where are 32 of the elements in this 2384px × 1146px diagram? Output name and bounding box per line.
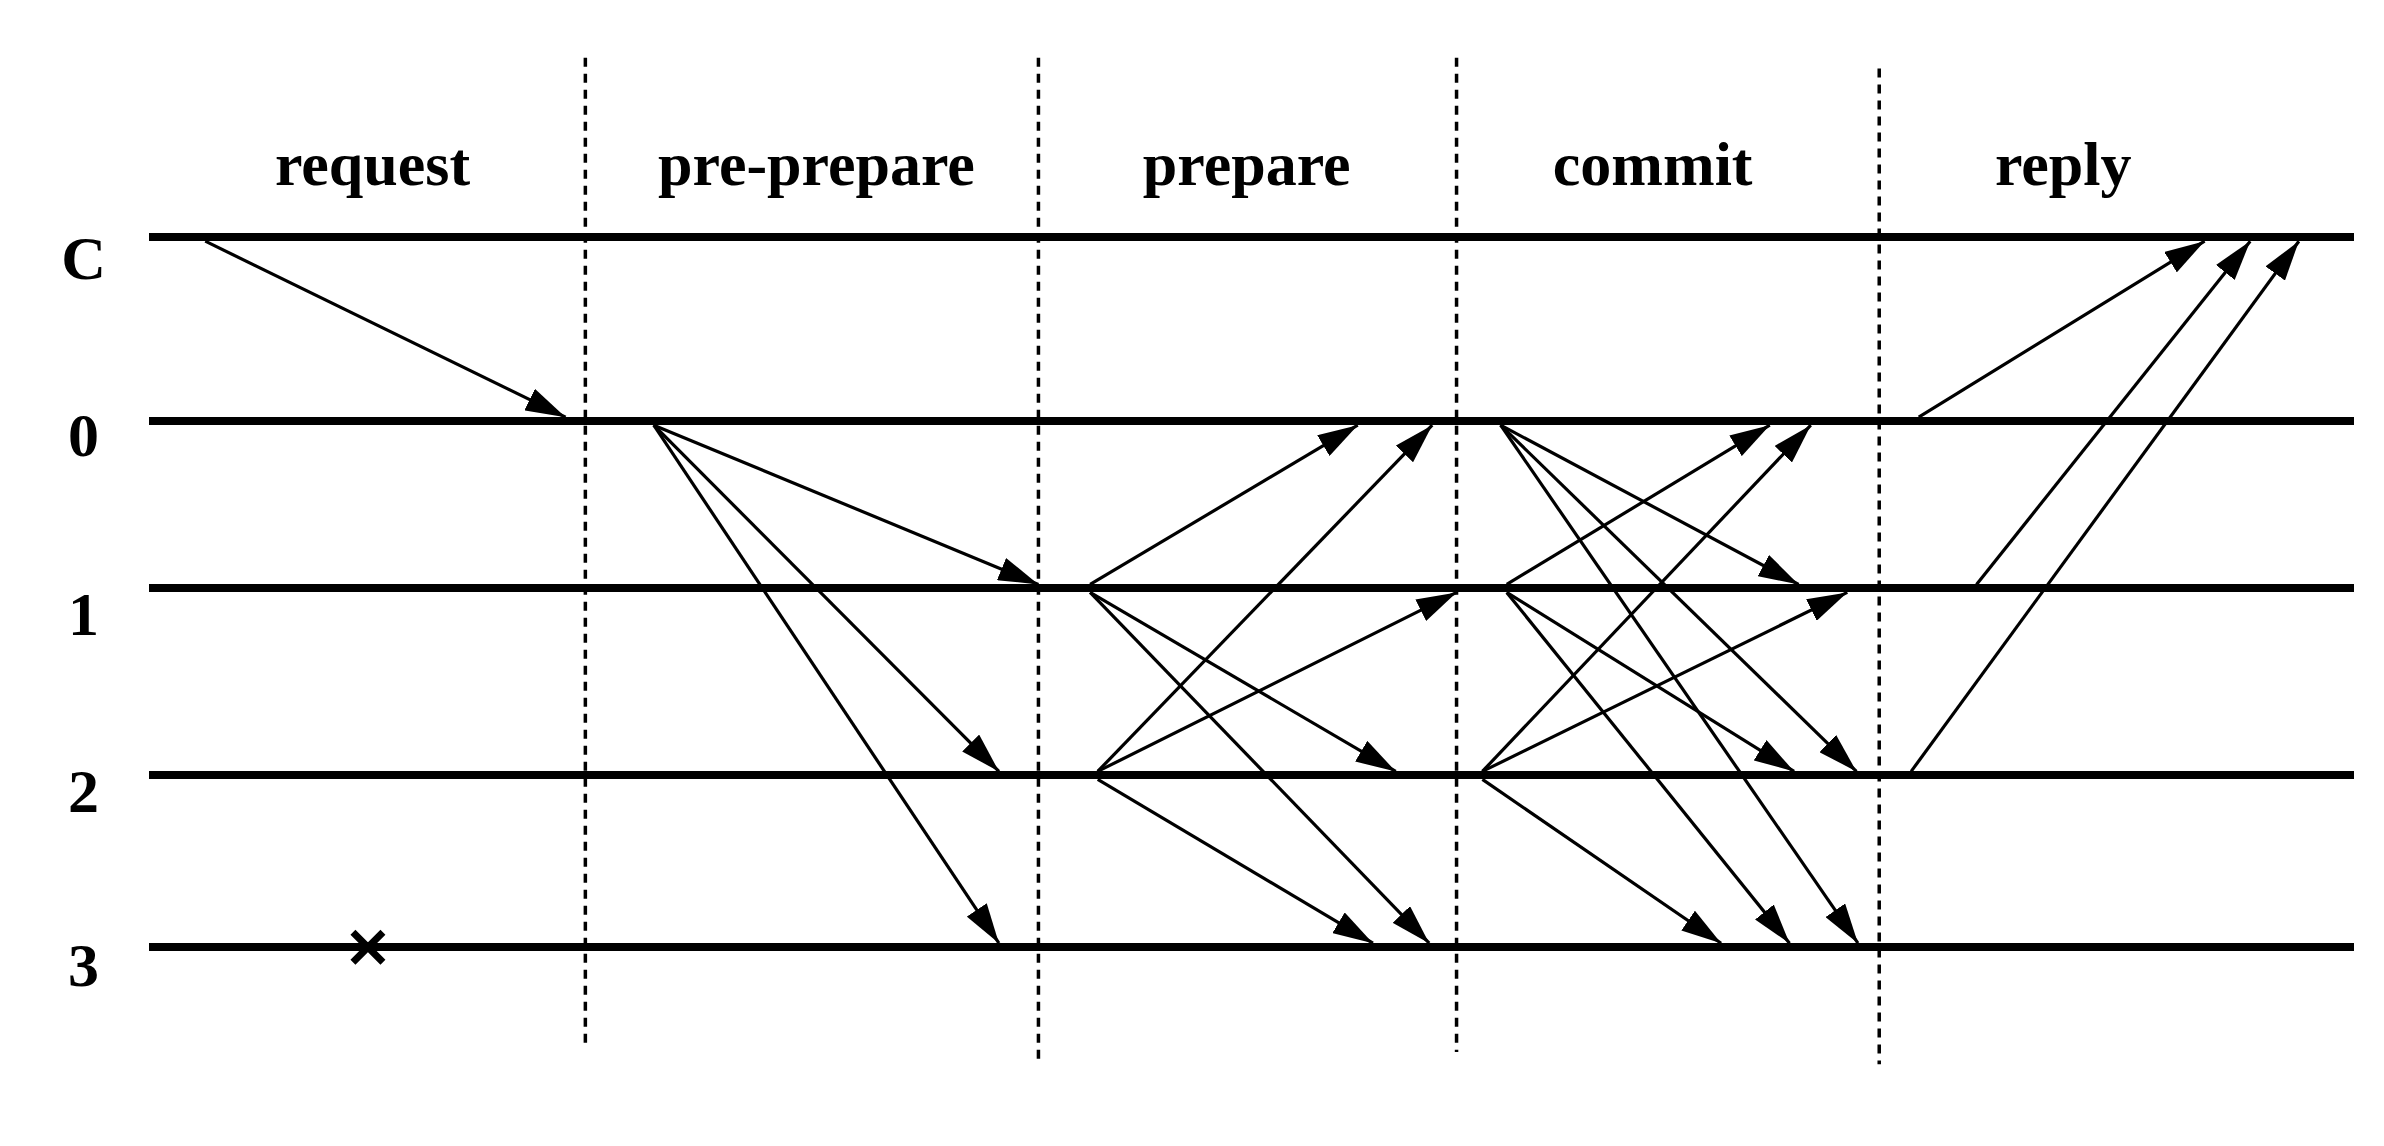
arrow xyxy=(1917,239,2206,419)
arrow xyxy=(1096,778,1374,945)
lifeline xyxy=(149,771,2354,780)
arrow xyxy=(1097,590,1458,773)
lifeline xyxy=(149,584,2354,593)
arrow xyxy=(653,423,1040,586)
phase-label: pre-prepare xyxy=(658,133,975,196)
phase-label: prepare xyxy=(1142,133,1351,196)
lifeline xyxy=(149,233,2354,242)
arrow xyxy=(652,424,1001,945)
replica-label: 2 xyxy=(68,759,100,822)
arrow xyxy=(1089,591,1397,773)
replica-label: 3 xyxy=(68,934,100,997)
replica-label: C xyxy=(61,227,106,290)
phase-label: commit xyxy=(1552,133,1753,196)
arrow xyxy=(204,239,567,419)
arrow xyxy=(1089,423,1359,586)
arrow xyxy=(1096,424,1434,773)
arrow xyxy=(1481,778,1722,945)
arrow xyxy=(1499,424,1860,945)
replica-label: 1 xyxy=(68,583,100,646)
arrow xyxy=(1975,240,2252,586)
replica-label: 0 xyxy=(68,403,100,466)
arrow xyxy=(1089,591,1431,945)
lifeline xyxy=(149,943,2354,952)
arrow xyxy=(1505,591,1791,945)
arrow xyxy=(1909,240,2301,773)
lifeline xyxy=(149,417,2354,426)
phase-label: request xyxy=(274,133,471,196)
arrow xyxy=(1481,590,1848,773)
arrow xyxy=(1481,424,1812,773)
phase-label: reply xyxy=(1994,133,2132,196)
